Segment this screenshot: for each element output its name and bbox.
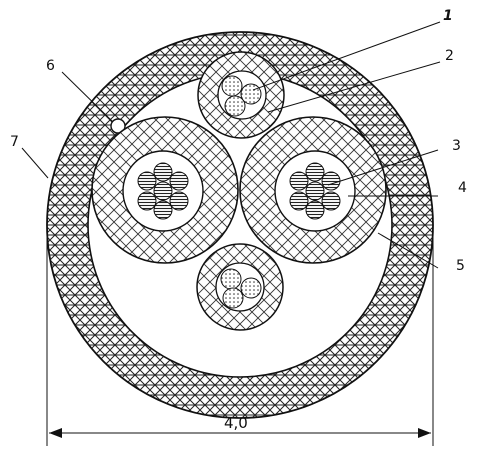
main-core-left bbox=[91, 116, 239, 264]
callout-5: 5 bbox=[456, 258, 465, 274]
callout-4: 4 bbox=[458, 180, 467, 196]
leader-lines bbox=[21, 21, 441, 269]
filler-element bbox=[110, 118, 126, 134]
small-core-bottom bbox=[196, 243, 284, 331]
callout-7: 7 bbox=[10, 134, 19, 150]
stranded-conductor-left bbox=[137, 162, 189, 220]
callout-2: 2 bbox=[445, 48, 454, 64]
main-core-right bbox=[239, 116, 387, 264]
callout-1: 1 bbox=[443, 8, 453, 24]
small-core-top bbox=[197, 51, 285, 139]
callout-3: 3 bbox=[452, 138, 461, 154]
dimension-line bbox=[46, 228, 434, 446]
callout-6: 6 bbox=[46, 58, 55, 74]
dimension-label: 4,0 bbox=[224, 414, 248, 432]
stranded-conductor-right bbox=[289, 162, 341, 220]
